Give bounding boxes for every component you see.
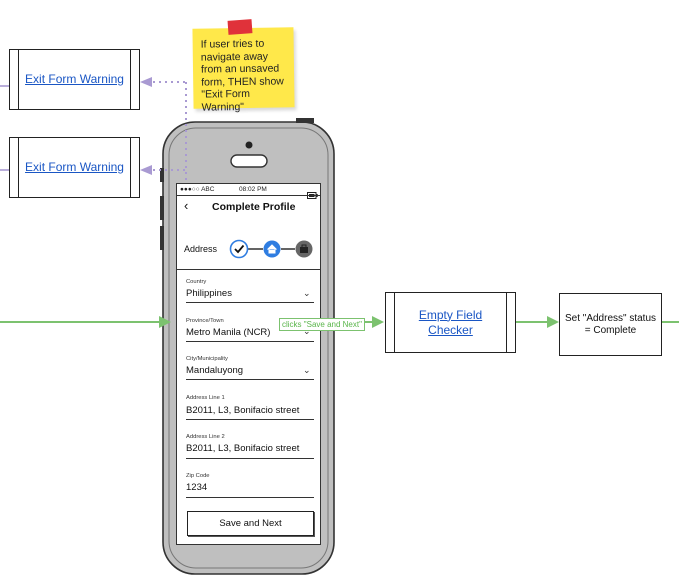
field-label-address1: Address Line 1 [186, 395, 225, 401]
sticky-note-text: If user tries to navigate away from an u… [200, 37, 284, 114]
exit-form-warning-link-2[interactable]: Exit Form Warning [25, 160, 124, 174]
exit-form-warning-box-1[interactable]: Exit Form Warning [9, 49, 140, 110]
arrow-to-phone-icon [159, 316, 171, 328]
chevron-left-icon[interactable]: ‹ [184, 198, 189, 213]
exit-form-warning-link-1[interactable]: Exit Form Warning [25, 72, 124, 86]
phone-screen: ●●●○○ ABC 08:02 PM ‹ Complete Profile Ad… [176, 183, 321, 545]
step-briefcase-icon[interactable] [295, 240, 313, 258]
arrow-to-status-icon [547, 316, 559, 328]
status-carrier: ●●●○○ ABC [180, 186, 215, 193]
chevron-down-icon[interactable]: ⌄ [303, 326, 311, 336]
save-and-next-label: Save and Next [219, 518, 282, 529]
field-value-zip[interactable]: 1234 [186, 482, 208, 493]
empty-field-checker-box[interactable]: Empty Field Checker [385, 292, 516, 353]
chevron-down-icon[interactable]: ⌄ [303, 365, 311, 375]
field-value-country[interactable]: Philippines [186, 288, 232, 299]
chevron-down-icon[interactable]: ⌄ [303, 288, 311, 298]
save-and-next-button[interactable]: Save and Next [187, 511, 314, 536]
stepper-label: Address [184, 244, 218, 254]
step-check-icon[interactable] [229, 239, 249, 259]
tape-icon [227, 19, 253, 35]
field-label-city: City/Municipality [186, 356, 228, 362]
field-label-zip: Zip Code [186, 473, 210, 479]
field-label-province: Province/Town [186, 318, 224, 324]
page-title: Complete Profile [212, 201, 296, 213]
edge-label-save-next: clicks "Save and Next" [279, 318, 365, 331]
speaker-icon [230, 154, 268, 168]
status-complete-text: Set "Address" status = Complete [564, 312, 657, 336]
field-value-province[interactable]: Metro Manila (NCR) [186, 327, 271, 338]
status-complete-box: Set "Address" status = Complete [559, 293, 662, 356]
arrow-warning-1-icon [140, 77, 152, 87]
step-home-icon[interactable] [263, 240, 281, 258]
field-value-address2[interactable]: B2011, L3, Bonifacio street [186, 443, 300, 454]
field-value-address1[interactable]: B2011, L3, Bonifacio street [186, 405, 300, 416]
exit-form-warning-box-2[interactable]: Exit Form Warning [9, 137, 140, 198]
empty-field-checker-link[interactable]: Empty Field Checker [418, 307, 483, 337]
field-label-address2: Address Line 2 [186, 434, 225, 440]
sticky-note: If user tries to navigate away from an u… [192, 27, 295, 113]
field-value-city[interactable]: Mandaluyong [186, 365, 244, 376]
status-time: 08:02 PM [239, 186, 267, 193]
stepper [229, 239, 313, 259]
arrow-to-checker-icon [372, 316, 384, 328]
arrow-warning-2-icon [140, 165, 152, 175]
field-label-country: Country [186, 279, 207, 285]
camera-icon [245, 141, 253, 149]
